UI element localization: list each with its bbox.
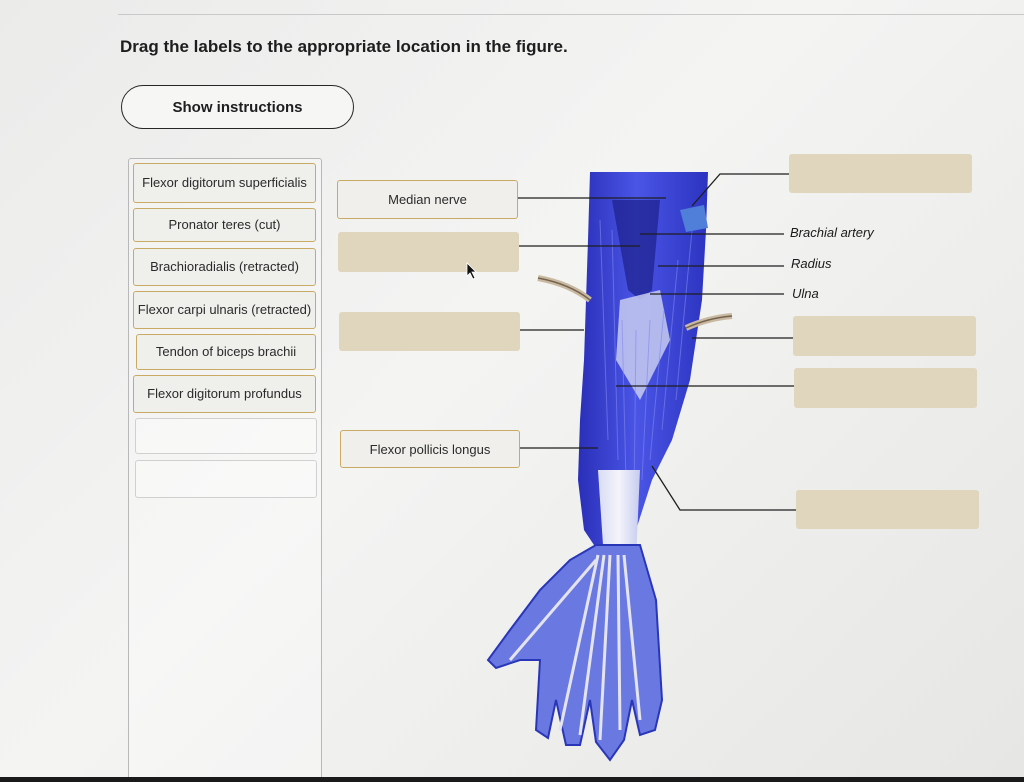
drop-target-right-1[interactable] <box>789 154 972 193</box>
fixed-label-radius: Radius <box>791 256 832 271</box>
label-chip-tendon-biceps-brachii[interactable]: Tendon of biceps brachii <box>136 334 316 370</box>
retractor-left <box>537 275 592 303</box>
label-chip-brachioradialis[interactable]: Brachioradialis (retracted) <box>133 248 316 286</box>
placed-label-median-nerve[interactable]: Median nerve <box>337 180 518 219</box>
empty-bank-slot <box>135 460 317 498</box>
fixed-label-ulna: Ulna <box>792 286 819 301</box>
drop-target-right-2[interactable] <box>793 316 976 356</box>
label-chip-flexor-carpi-ulnaris[interactable]: Flexor carpi ulnaris (retracted) <box>133 291 316 329</box>
screen-bottom-edge <box>0 777 1024 782</box>
placed-label-flexor-pollicis-longus[interactable]: Flexor pollicis longus <box>340 430 520 468</box>
hand <box>486 544 664 762</box>
empty-bank-slot <box>135 418 317 454</box>
drop-target-right-3[interactable] <box>794 368 977 408</box>
biceps-tendon <box>680 205 708 232</box>
retractor-right-shadow <box>685 315 733 329</box>
retractor-left-shadow <box>537 277 591 301</box>
fixed-label-brachial-artery: Brachial artery <box>790 225 874 240</box>
drop-target-left-2[interactable] <box>338 232 519 272</box>
label-chip-pronator-teres[interactable]: Pronator teres (cut) <box>133 208 316 242</box>
mouse-pointer-icon <box>466 262 477 280</box>
label-chip-flexor-digitorum-superficialis[interactable]: Flexor digitorum superficialis <box>133 163 316 203</box>
drop-target-right-4[interactable] <box>796 490 979 529</box>
leader-lines <box>518 173 796 511</box>
finger-tendons <box>508 554 642 741</box>
drop-target-left-3[interactable] <box>339 312 520 351</box>
wrist-tendons <box>598 470 640 560</box>
aponeurosis <box>616 290 670 400</box>
top-divider <box>118 14 1024 15</box>
label-chip-flexor-digitorum-profundus[interactable]: Flexor digitorum profundus <box>133 375 316 413</box>
cubital-fossa <box>612 200 660 300</box>
question-instruction: Drag the labels to the appropriate locat… <box>120 37 568 56</box>
muscle-striations <box>599 219 693 501</box>
show-instructions-button[interactable]: Show instructions <box>121 85 354 129</box>
